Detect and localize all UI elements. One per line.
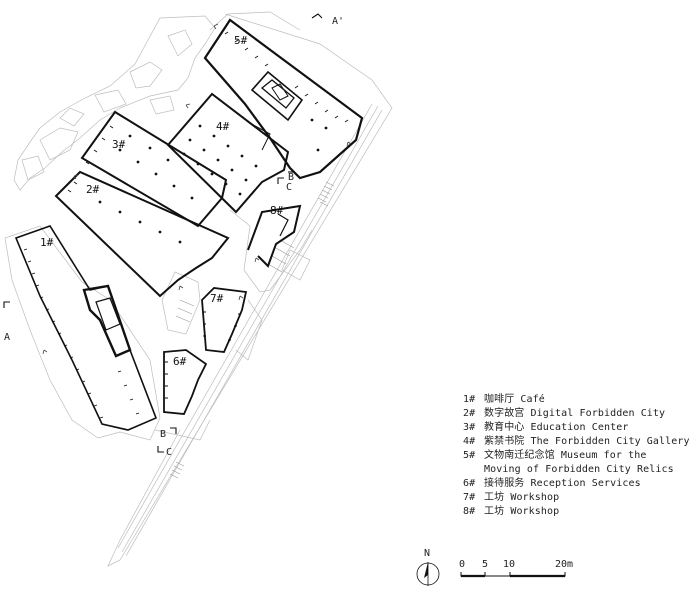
building-label-3: 3# [112, 138, 126, 151]
site-boundary [4, 225, 161, 441]
column-grid [98, 118, 328, 244]
terrain-outline [21, 155, 45, 181]
building-5-inner-room [260, 79, 295, 109]
north-arrow-icon: N [416, 548, 440, 586]
stair-hatch [317, 181, 335, 207]
section-mark-a-prime [311, 13, 323, 19]
terrain-outline [209, 11, 301, 31]
section-label-a: A [4, 332, 10, 343]
entrance-arrow-icon [178, 285, 184, 291]
section-mark-a [3, 301, 10, 308]
building-7-outline [201, 287, 248, 353]
building-6-outline [163, 349, 208, 415]
section-label-b-top: B [288, 172, 294, 183]
entrance-arrow-icon [42, 349, 48, 355]
legend-item: 6#接待服务 Reception Services [463, 478, 641, 489]
scale-bar [460, 572, 566, 578]
section-mark-c-top [277, 177, 284, 184]
section-label-c-top: C [286, 182, 292, 193]
entrance-arrow-icon [213, 23, 219, 30]
scale-label-10: 10 [503, 559, 516, 570]
stair-hatch [175, 299, 195, 323]
legend-item: 3#教育中心 Education Center [463, 422, 629, 433]
legend-item: 7#工坊 Workshop [463, 492, 560, 503]
building-label-2: 2# [86, 183, 100, 196]
building-4-outline [166, 92, 290, 214]
road-edge [125, 109, 383, 557]
facade-mullions [117, 370, 140, 415]
building-label-1: 1# [40, 236, 54, 249]
section-mark-b-bottom [170, 427, 177, 434]
building-2-outline [54, 170, 230, 298]
terrain-outline [149, 95, 175, 115]
entrance-arrow-icon [254, 257, 260, 263]
building-4-inner [247, 121, 271, 151]
legend: 1#咖啡厅 Café 2#数字故宫 Digital Forbidden City… [463, 393, 700, 519]
section-label-b-bottom: B [160, 429, 166, 440]
entrance-arrow-icon [238, 295, 244, 301]
terrain-outline [94, 89, 127, 113]
building-5-inner-room [250, 70, 304, 122]
entrance-arrow-icon [73, 174, 79, 180]
section-mark-c-bottom [157, 446, 164, 453]
building-3-outline [80, 110, 228, 228]
scale-label-5: 5 [482, 559, 489, 570]
building-5-inner-room [271, 83, 289, 101]
building-1-inner-room [82, 284, 132, 358]
facade-mullions [165, 361, 168, 399]
north-label: N [424, 548, 430, 559]
road-edge [121, 105, 379, 553]
entrance-arrow-icon [185, 103, 191, 109]
scale-label-0: 0 [459, 559, 466, 570]
terrain-outline [129, 61, 163, 89]
plaza-outline [229, 209, 313, 293]
plaza-outline [154, 419, 211, 441]
scale-label-20m: 20m [555, 559, 574, 570]
legend-item: 8#工坊 Workshop [463, 506, 560, 517]
building-label-7: 7# [210, 292, 224, 305]
facade-mullions [224, 31, 349, 123]
building-label-6: 6# [173, 355, 187, 368]
building-1-outline [14, 225, 158, 431]
building-1-inner-room [95, 297, 121, 331]
terrain-outline [13, 15, 216, 191]
building-label-8: 8# [270, 204, 284, 217]
stair-hatch [267, 239, 295, 273]
plaza-outline [161, 271, 201, 335]
stair-hatch [169, 461, 185, 479]
legend-item: 2#数字故宫 Digital Forbidden City [463, 408, 666, 419]
building-8-outline [247, 204, 302, 268]
building-5-outline [203, 18, 364, 180]
section-label-a-prime: A' [332, 16, 344, 27]
section-label-c-bottom: C [166, 447, 172, 458]
legend-item: Moving of Forbidden City Relics [484, 464, 674, 475]
terrain-outline [167, 29, 193, 57]
facade-mullions [203, 311, 241, 341]
plaza-outline [235, 299, 263, 361]
legend-item: 4#紫禁书院 The Forbidden City Gallery [463, 436, 690, 447]
terrain-outline [59, 107, 85, 127]
terrain-outline [39, 127, 79, 161]
legend-item: 1#咖啡厅 Café [463, 394, 545, 405]
building-8-inner [277, 213, 289, 237]
building-label-4: 4# [216, 120, 230, 133]
road-edge [117, 103, 373, 549]
facade-mullions [59, 125, 114, 203]
legend-item: 5#文物南迁纪念馆 Museum for the [463, 450, 647, 461]
building-label-5: 5# [234, 34, 248, 47]
site-boundary [107, 13, 393, 567]
entrance-arrow-icon [346, 141, 352, 147]
facade-mullions [23, 248, 104, 419]
